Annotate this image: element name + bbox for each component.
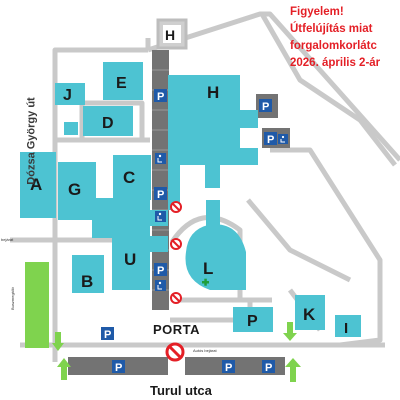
building-h [168,75,258,210]
label-i: I [344,320,348,337]
svg-text:P: P [225,362,232,374]
building-l [185,224,246,290]
building-l-tower [206,200,220,230]
no-entry-icon [165,342,185,362]
label-b: B [81,272,93,291]
parking-signs: P P P P P P P P P [101,89,277,374]
disabled-parking-icon [155,280,166,291]
disabled-parking-icon [155,153,166,164]
disabled-parking-icon [278,134,288,144]
gate-label: PORTA [153,322,201,337]
label-k: K [303,305,316,324]
building-labels: H E J D A G C U B H L P K I [30,27,348,337]
inner-ring [246,198,352,283]
label-h: H [207,83,219,102]
building-j-small [64,122,78,135]
no-entry-icon [170,201,182,213]
label-g: G [68,180,81,199]
building-c [113,155,151,200]
outer-road [52,11,400,362]
bus-stop-area [25,262,49,348]
entry-arrow-icon [283,322,297,341]
label-e: E [116,75,127,92]
building-d [83,106,133,136]
warning-line-4: 2026. április 2-ár [290,57,381,69]
label-buszmegallo: Buszmegálló [10,286,15,310]
disabled-parking-icon [155,211,166,222]
label-c: C [123,168,135,187]
building-b [72,255,104,293]
roadworks-warning: Figyelem! Útfelújítás miat forgalomkorlá… [290,4,400,72]
entry-arrow-icon [57,358,71,380]
building-h-top-inner [163,25,181,43]
entry-arrows [52,322,301,382]
label-l: L [203,259,213,278]
side-street-label: Dózsa György út [25,97,38,185]
svg-text:P: P [157,265,164,277]
label-h-top: H [165,27,175,43]
right-loop [270,147,383,348]
main-street-label: Turul utca [150,383,212,398]
svg-text:P: P [115,362,122,374]
no-entry-icon [170,292,182,304]
building-i [335,315,361,337]
no-entry-icon [170,238,182,250]
building-k [295,295,325,330]
building-e [103,62,143,100]
building-u [92,198,168,290]
first-aid-cross-icon [202,278,209,286]
parking-sign-icon: P [262,360,275,374]
svg-text:P: P [157,91,164,103]
disabled-parking-signs [155,134,288,291]
svg-text:P: P [157,189,164,201]
label-autos-bejarat: Autós bejárat [193,348,217,353]
entry-arrow-icon [285,358,301,382]
entry-arrow-icon [52,332,64,351]
svg-text:P: P [267,134,274,146]
warning-line-3: forgalomkorlátc [290,40,377,52]
parking-sign-icon: P [264,132,277,146]
parking-sign-icon: P [154,187,167,201]
svg-text:P: P [262,101,269,113]
parking-sign-icon: P [154,263,167,277]
warning-line-1: Figyelem! [290,6,344,18]
svg-text:P: P [104,329,111,341]
label-d: D [102,115,114,132]
d-loop [79,100,145,143]
building-p [233,307,273,332]
label-bejarat-left: bejárat [1,237,14,242]
buildings [20,18,361,337]
label-j: J [63,87,72,104]
parking-sign-icon: P [101,327,114,341]
label-p: P [247,313,258,330]
building-g [58,162,96,220]
no-entry-signs [165,201,185,362]
building-j [55,83,85,105]
parking-sign-icon: P [259,99,272,113]
warning-line-2: Útfelújítás miat [290,23,373,35]
parking-sign-icon: P [112,360,125,374]
parking-sign-icon: P [154,89,167,103]
building-a [20,152,56,218]
label-u: U [124,250,136,269]
east-road [259,12,397,167]
label-a: A [30,175,42,194]
parking-sign-icon: P [222,360,235,374]
svg-text:P: P [265,362,272,374]
